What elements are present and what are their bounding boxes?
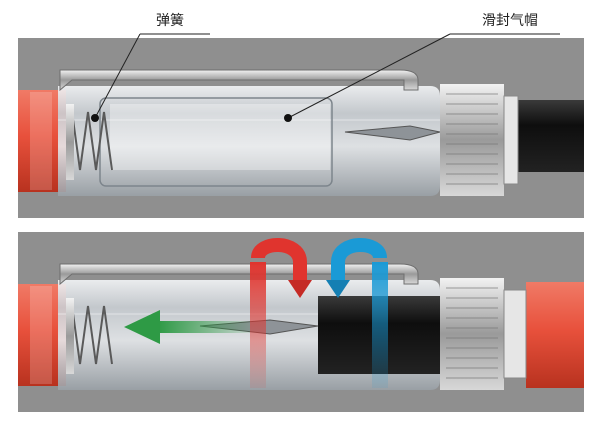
left-arrow-icon bbox=[124, 310, 250, 344]
clear-cap-body bbox=[58, 86, 440, 196]
curved-arrow-icon bbox=[250, 238, 312, 388]
red-barrel-right-2 bbox=[526, 282, 584, 388]
panel-top bbox=[18, 33, 584, 218]
spring-part bbox=[71, 111, 113, 171]
spring-part-2 bbox=[71, 305, 113, 365]
pocket-clip-2 bbox=[59, 263, 419, 286]
panel-bottom bbox=[18, 232, 584, 412]
threaded-ring bbox=[440, 84, 504, 196]
curved-arrow-icon bbox=[326, 238, 388, 388]
threaded-ring-2 bbox=[440, 278, 504, 390]
sliding-seal-cap-label: 滑封气帽 bbox=[482, 13, 538, 29]
spring-label: 弹簧 bbox=[156, 13, 184, 29]
spring-callout-pointer bbox=[94, 33, 141, 119]
seal-cap-callout-dot bbox=[284, 114, 292, 122]
seal-cap-callout-pointer bbox=[287, 33, 451, 119]
spring-callout-dot bbox=[91, 114, 99, 122]
pocket-clip bbox=[59, 69, 419, 92]
